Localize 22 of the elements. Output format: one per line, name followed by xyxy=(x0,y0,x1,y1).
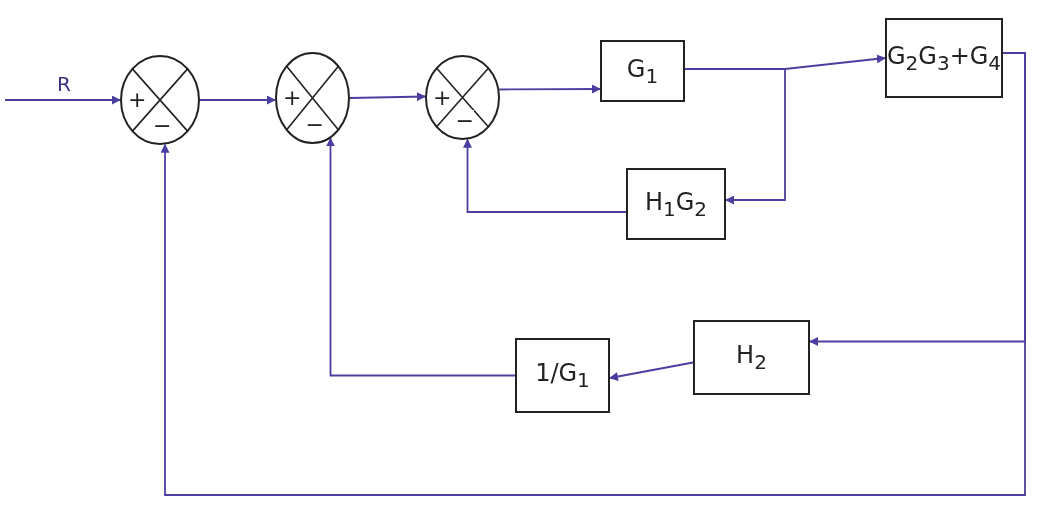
transfer-function-block xyxy=(515,338,610,413)
transfer-function-label: G$_{1}$ xyxy=(626,54,659,88)
signal-arrow xyxy=(199,95,276,105)
signal-arrow xyxy=(4,95,121,105)
transfer-function-block xyxy=(885,18,1003,98)
signal-arrow xyxy=(463,138,627,213)
transfer-function-block xyxy=(600,40,685,102)
signal-arrow xyxy=(349,92,426,102)
summing-junction xyxy=(275,52,350,144)
signal-arrow xyxy=(160,52,1026,496)
transfer-function-label: H$_{1}$G$_{2}$ xyxy=(644,187,708,221)
transfer-function-block xyxy=(693,320,810,395)
signal-arrow xyxy=(609,361,694,381)
transfer-function-label: H$_{2}$ xyxy=(736,341,767,374)
signal-arrow xyxy=(498,84,601,94)
summing-junction xyxy=(425,55,500,140)
signal-arrow xyxy=(684,68,786,205)
summing-junction xyxy=(120,55,200,145)
transfer-function-block xyxy=(626,168,726,240)
signal-arrow xyxy=(326,137,516,377)
transfer-function-label: 1/G$_{1}$ xyxy=(535,359,590,392)
transfer-function-label: G$_{2}$G$_{3}$+G$_{4}$ xyxy=(886,41,1002,75)
